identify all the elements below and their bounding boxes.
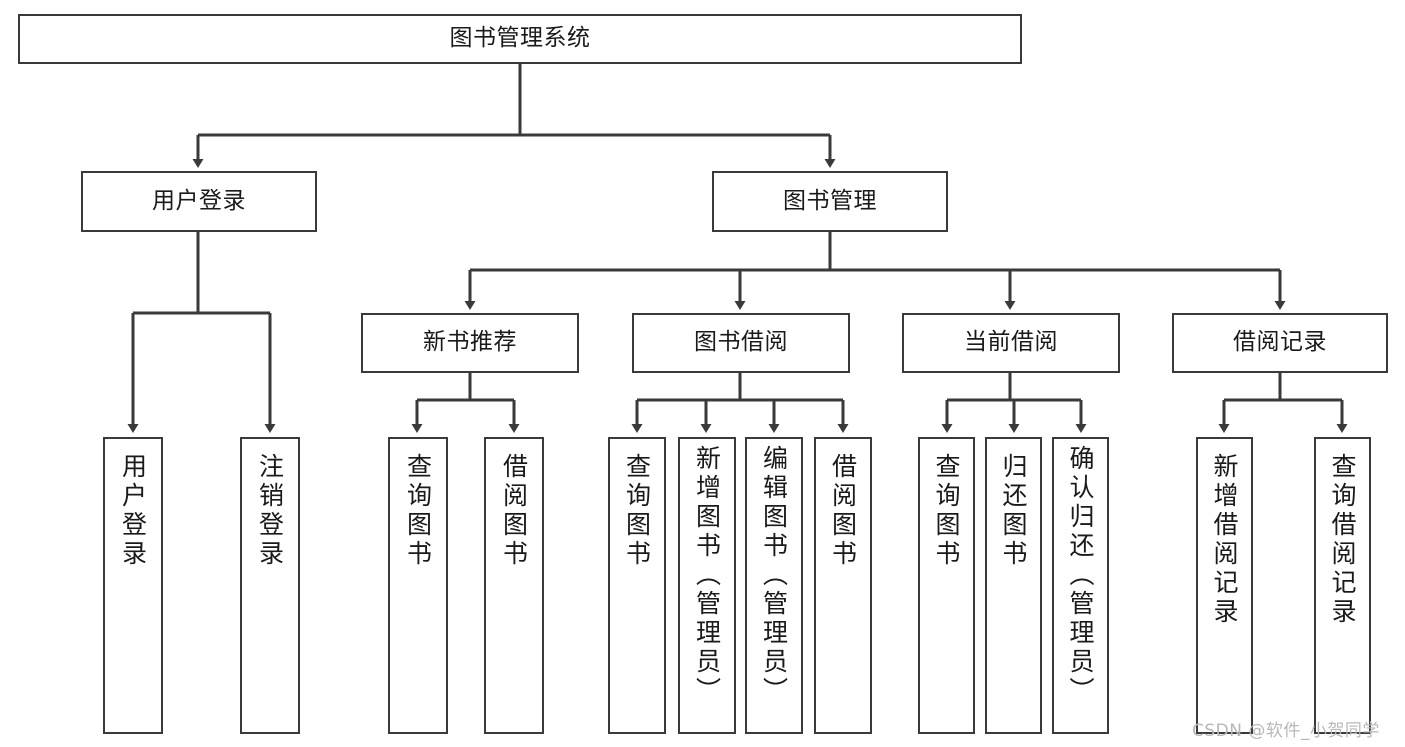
node-current-borrow-label: 当前借阅	[964, 329, 1058, 356]
leaf-user-login-label: 用户登录	[118, 453, 148, 569]
leaf-logout-label: 注销登录	[255, 453, 285, 569]
leaf-query-book-borrow-label: 查询图书	[622, 453, 652, 569]
node-book-borrow[interactable]: 图书借阅	[632, 313, 850, 373]
node-root-label: 图书管理系统	[449, 25, 591, 52]
leaf-borrow-book-recommend[interactable]: 借阅图书	[484, 437, 544, 734]
leaf-add-borrow-record-label: 新增借阅记录	[1210, 453, 1239, 627]
leaf-edit-book-admin[interactable]: 编辑图书（管理员）	[745, 437, 803, 734]
node-book-borrow-label: 图书借阅	[694, 329, 788, 356]
leaf-logout[interactable]: 注销登录	[240, 437, 300, 734]
watermark-csdn: CSDN @软件_小贺同学	[1192, 721, 1380, 741]
node-borrow-records-label: 借阅记录	[1233, 329, 1327, 356]
node-new-book-recommend-label: 新书推荐	[423, 329, 517, 356]
leaf-return-book-label: 归还图书	[999, 453, 1028, 569]
leaf-query-borrow-record[interactable]: 查询借阅记录	[1314, 437, 1371, 734]
leaf-add-book-admin[interactable]: 新增图书（管理员）	[678, 437, 736, 734]
leaf-query-book-recommend-label: 查询图书	[403, 453, 433, 569]
leaf-return-book[interactable]: 归还图书	[985, 437, 1042, 734]
node-borrow-records[interactable]: 借阅记录	[1172, 313, 1388, 373]
node-user-login-label: 用户登录	[152, 187, 246, 214]
leaf-add-book-admin-label: 新增图书（管理员）	[692, 445, 722, 706]
leaf-query-book-borrow[interactable]: 查询图书	[608, 437, 666, 734]
node-current-borrow[interactable]: 当前借阅	[902, 313, 1120, 373]
leaf-borrow-book-label: 借阅图书	[828, 453, 858, 569]
node-book-management-label: 图书管理	[783, 187, 877, 214]
leaf-edit-book-admin-label: 编辑图书（管理员）	[759, 445, 789, 706]
node-root[interactable]: 图书管理系统	[18, 14, 1022, 64]
leaf-user-login[interactable]: 用户登录	[103, 437, 163, 734]
leaf-confirm-return-admin-label: 确认归还（管理员）	[1066, 445, 1095, 706]
node-book-management[interactable]: 图书管理	[712, 171, 948, 232]
node-user-login[interactable]: 用户登录	[81, 171, 317, 232]
leaf-query-book-current[interactable]: 查询图书	[918, 437, 975, 734]
node-new-book-recommend[interactable]: 新书推荐	[361, 313, 579, 373]
leaf-query-book-recommend[interactable]: 查询图书	[388, 437, 448, 734]
leaf-borrow-book-recommend-label: 借阅图书	[499, 453, 529, 569]
leaf-add-borrow-record[interactable]: 新增借阅记录	[1196, 437, 1253, 734]
leaf-query-book-current-label: 查询图书	[932, 453, 961, 569]
leaf-confirm-return-admin[interactable]: 确认归还（管理员）	[1052, 437, 1109, 734]
leaf-query-borrow-record-label: 查询借阅记录	[1328, 453, 1357, 627]
leaf-borrow-book[interactable]: 借阅图书	[814, 437, 872, 734]
